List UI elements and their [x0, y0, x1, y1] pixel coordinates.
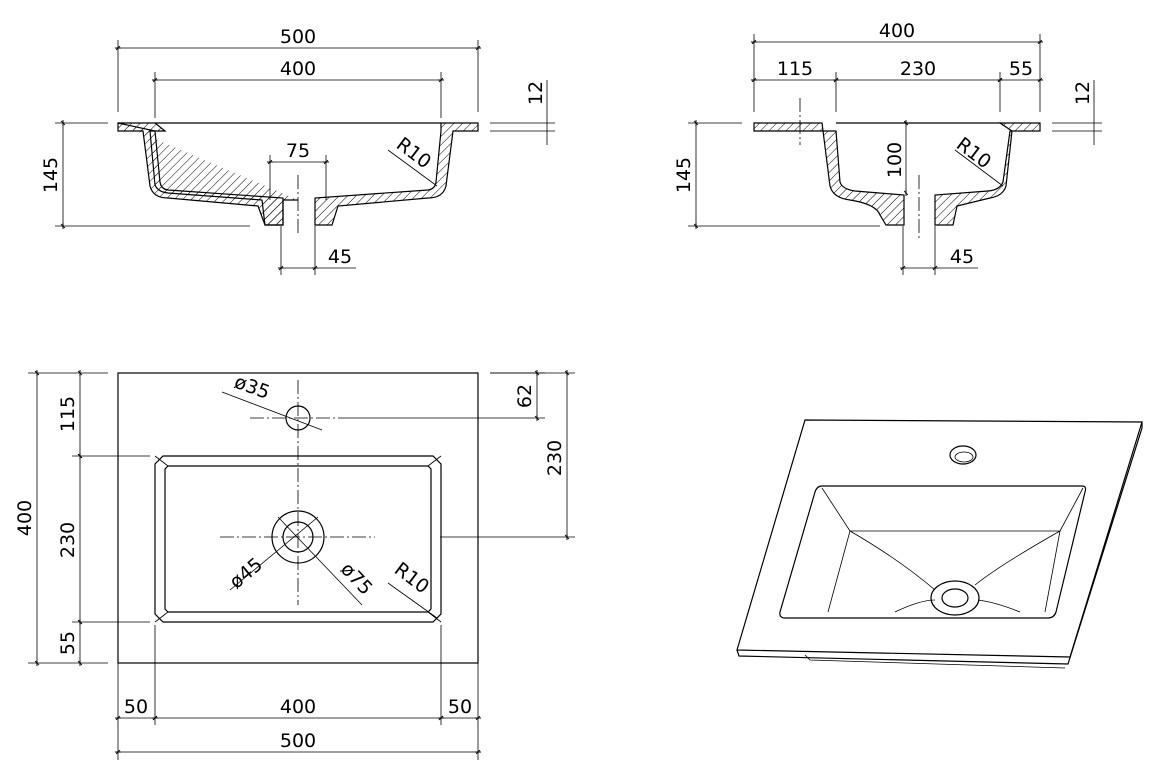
dim-drain-outer: 75: [286, 140, 310, 162]
dim-plan-drain-outer: ø75: [336, 558, 377, 599]
side-section-view: 400 115 230 55 12 145 100 R10 45: [673, 20, 1102, 275]
dim-total-height: 145: [40, 157, 62, 193]
front-section-view: 500 400 12 145 75 R10 45: [40, 26, 555, 275]
dim-plan-bowl-width: 400: [280, 696, 316, 718]
dim-plan-drain-inner: ø45: [225, 553, 267, 593]
dim-back-to-bowl: 115: [777, 58, 813, 80]
dim-flange-thickness-side: 12: [1072, 81, 1094, 105]
dim-plan-bowl-depth: 230: [57, 522, 79, 558]
dim-tap-offset: 62: [514, 384, 536, 408]
dim-drain-inner-side: 45: [950, 246, 974, 268]
dim-radius-side: R10: [952, 133, 995, 173]
dim-radius: R10: [392, 133, 435, 173]
dim-flange-thickness: 12: [525, 81, 547, 105]
dim-front-rim: 55: [1009, 58, 1033, 80]
dim-total-height-side: 145: [673, 157, 695, 193]
dim-tap-hole: ø35: [231, 371, 272, 404]
dim-plan-overall-depth: 400: [14, 500, 36, 536]
plan-view: ø35 62 230 400 115 230 55 ø45 ø75 R10 50…: [14, 369, 575, 760]
dim-left-rim: 50: [124, 696, 148, 718]
dim-plan-radius: R10: [390, 558, 433, 598]
dim-drain-inner: 45: [328, 246, 352, 268]
dim-bowl-width: 400: [280, 58, 316, 80]
isometric-view: [736, 419, 1143, 669]
dim-plan-overall-width: 500: [280, 730, 316, 752]
dim-bowl-height: 100: [884, 142, 906, 178]
dim-overall-depth: 400: [879, 20, 915, 42]
dim-back-rim: 115: [57, 396, 79, 432]
dim-overall-width: 500: [280, 26, 316, 48]
dim-drain-offset: 230: [544, 440, 566, 476]
dim-plan-front-rim: 55: [57, 631, 79, 655]
dim-right-rim: 50: [448, 696, 472, 718]
dim-bowl-depth: 230: [900, 58, 936, 80]
